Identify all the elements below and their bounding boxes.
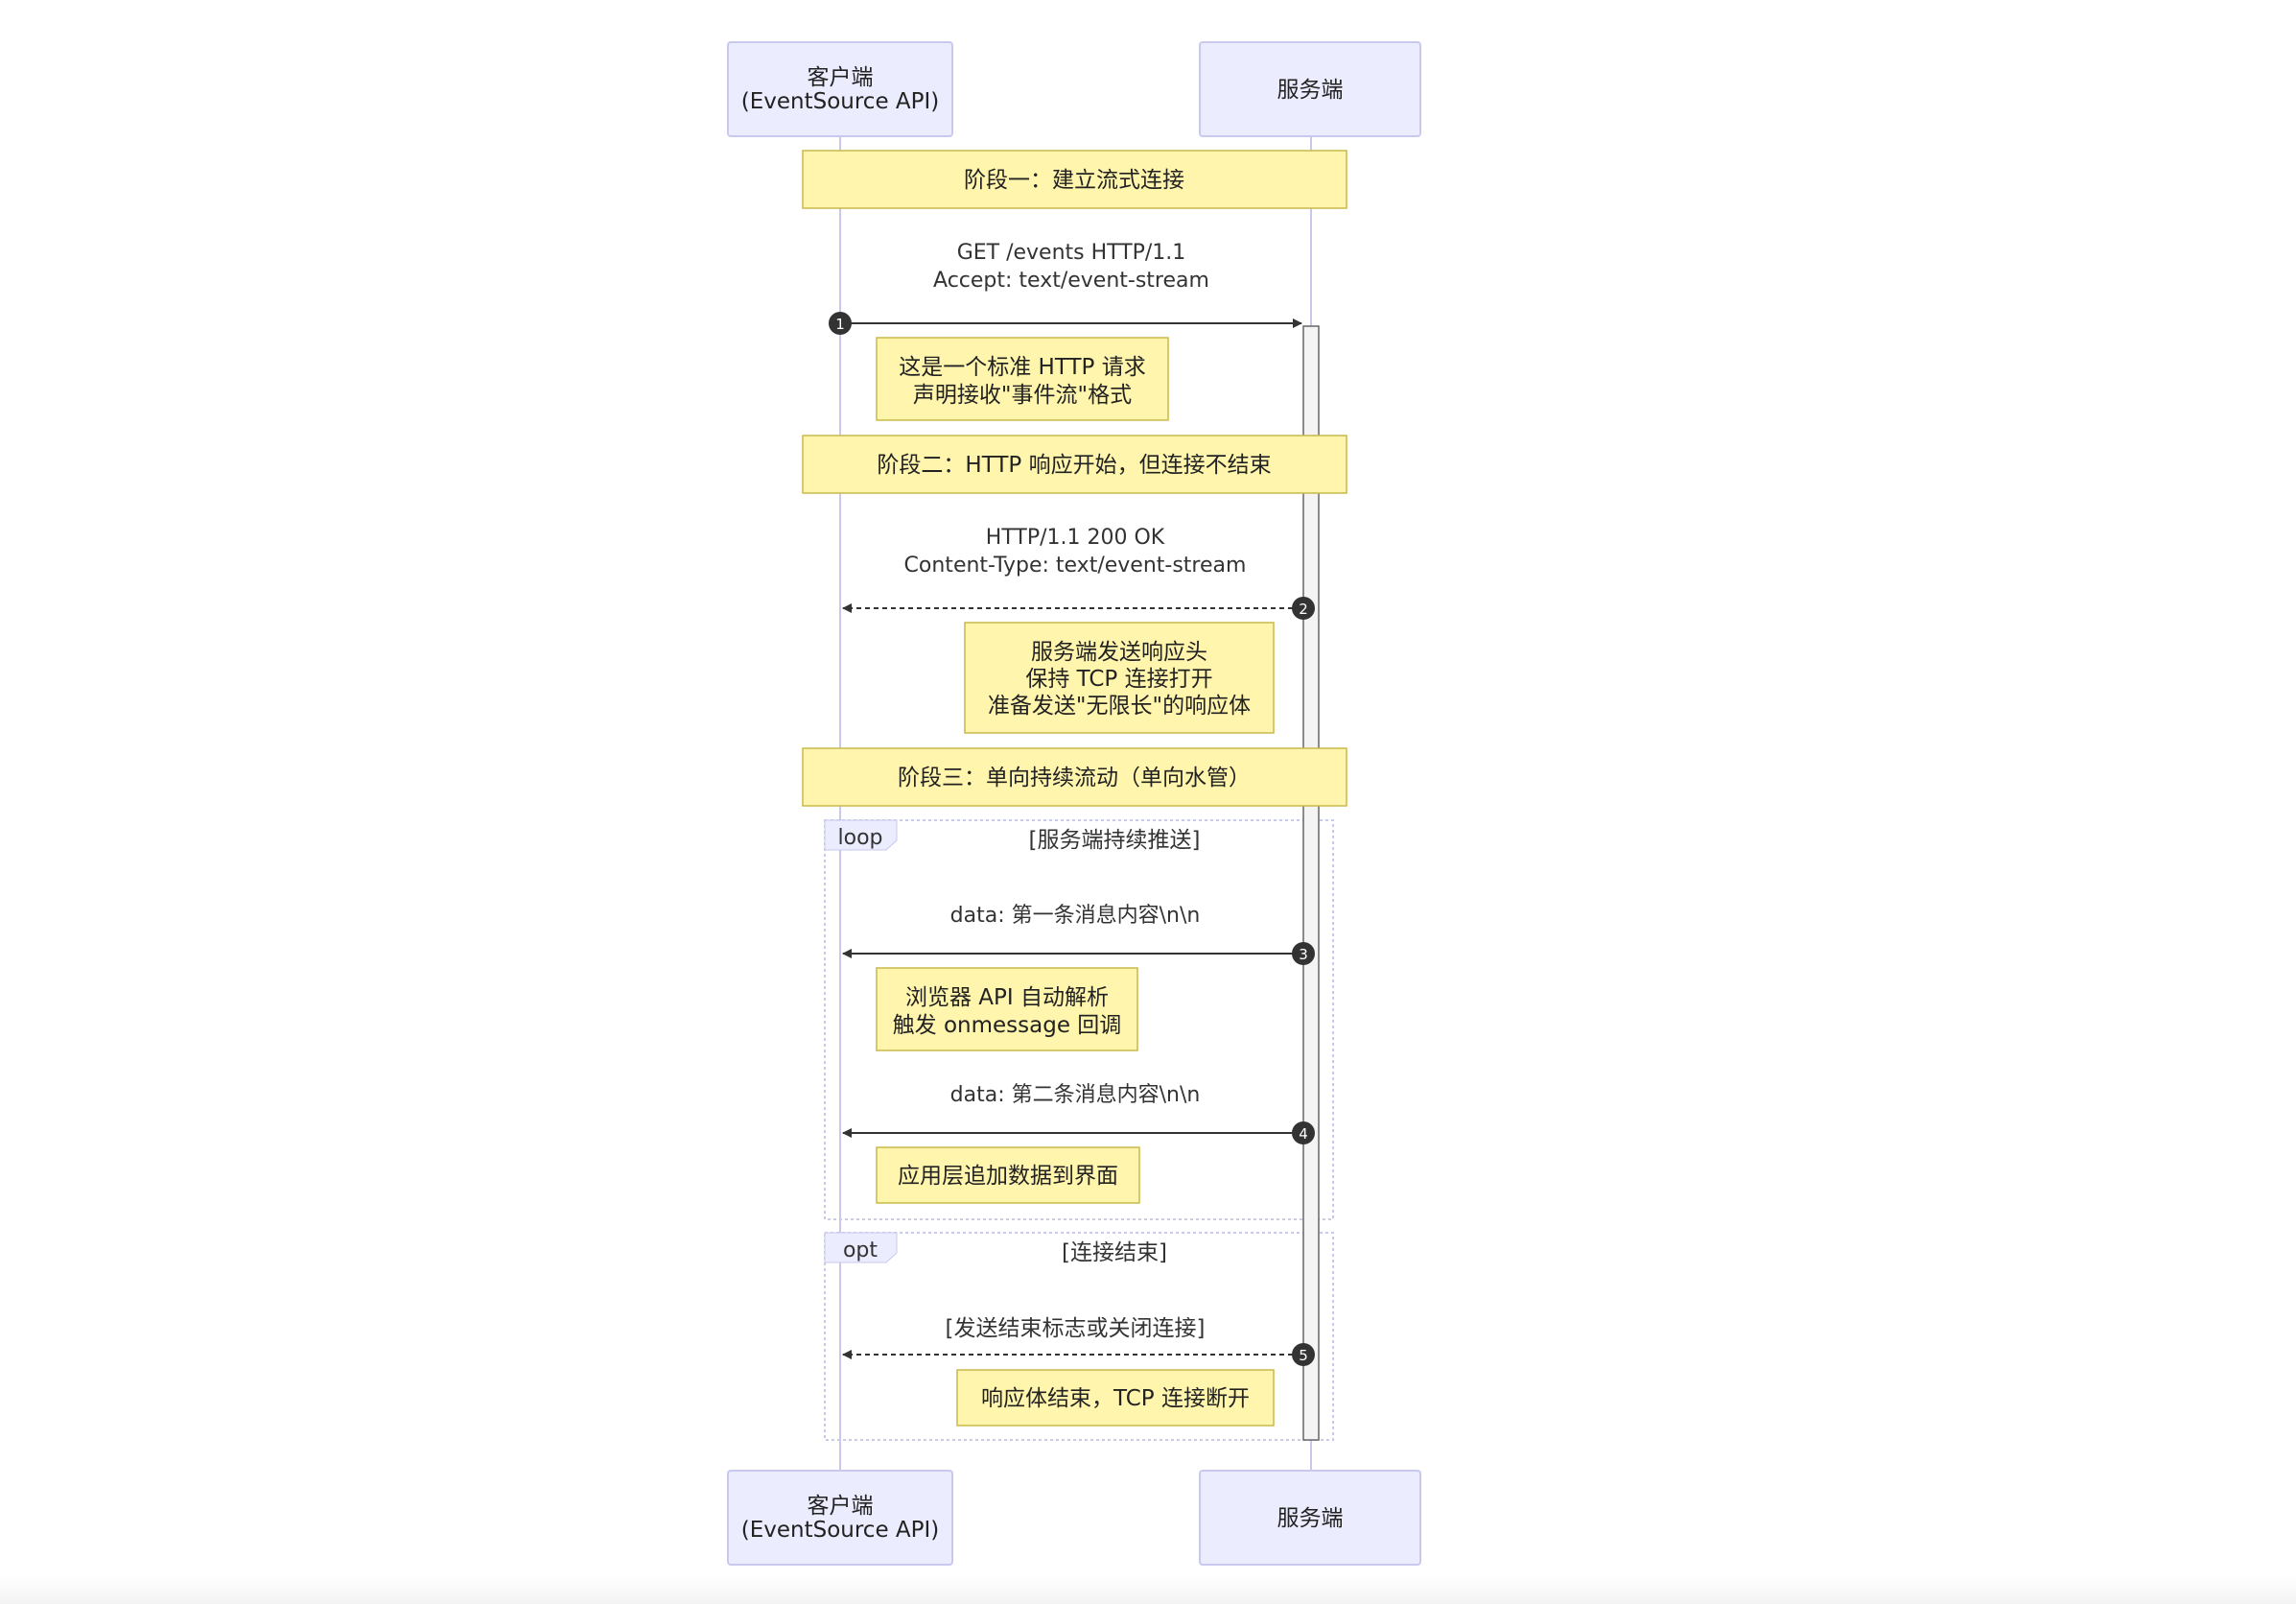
note-4: 应用层追加数据到界面: [876, 1146, 1140, 1204]
participant-client-api: (EventSource API): [741, 1518, 940, 1543]
note-text: 触发 onmessage 回调: [893, 1013, 1122, 1038]
participant-client-name: 客户端: [808, 65, 874, 90]
phase-note-1: 阶段一：建立流式连接: [802, 150, 1347, 209]
participant-server-bottom[interactable]: 服务端: [1199, 1470, 1421, 1566]
participant-client-top[interactable]: 客户端 (EventSource API): [727, 41, 953, 137]
participant-client-name: 客户端: [808, 1494, 874, 1519]
note-text: 准备发送"无限长"的响应体: [988, 694, 1251, 719]
message-2: HTTP/1.1 200 OK Content-Type: text/event…: [842, 526, 1315, 620]
loop-fragment: loop [服务端持续推送]: [824, 819, 1334, 1220]
opt-fragment: opt [连接结束]: [824, 1232, 1334, 1441]
sequence-number: 3: [1299, 946, 1308, 963]
sequence-number-badge: [829, 312, 852, 335]
note-text: 这是一个标准 HTTP 请求: [899, 355, 1145, 380]
message-label: Accept: text/event-stream: [933, 269, 1209, 293]
message-5: [发送结束标志或关闭连接] 5: [842, 1316, 1315, 1366]
message-1: GET /events HTTP/1.1 Accept: text/event-…: [829, 241, 1302, 335]
note-text: 保持 TCP 连接打开: [1025, 667, 1212, 692]
phase-label: 阶段三：单向持续流动（单向水管）: [898, 766, 1251, 790]
participant-server-name: 服务端: [1277, 78, 1344, 103]
message-3: data: 第一条消息内容\n\n 3: [842, 904, 1315, 965]
loop-keyword: loop: [838, 826, 883, 850]
loop-condition: [服务端持续推送]: [1029, 828, 1201, 853]
message-label: Content-Type: text/event-stream: [904, 554, 1247, 578]
sequence-number: 1: [835, 316, 845, 333]
note-text: 应用层追加数据到界面: [898, 1164, 1118, 1189]
opt-condition: [连接结束]: [1062, 1240, 1167, 1265]
phase-note-2: 阶段二：HTTP 响应开始，但连接不结束: [802, 435, 1347, 494]
participant-server-name: 服务端: [1277, 1506, 1344, 1531]
note-2: 服务端发送响应头 保持 TCP 连接打开 准备发送"无限长"的响应体: [964, 622, 1275, 734]
sequence-number-badge: [1292, 1121, 1315, 1144]
sequence-number: 4: [1299, 1125, 1308, 1143]
participant-server-top[interactable]: 服务端: [1199, 41, 1421, 137]
phase-label: 阶段一：建立流式连接: [964, 168, 1184, 193]
window-bottom-edge: [0, 1575, 2296, 1604]
message-4: data: 第二条消息内容\n\n 4: [842, 1083, 1315, 1144]
participant-client-api: (EventSource API): [741, 89, 940, 114]
note-text: 服务端发送响应头: [1031, 640, 1207, 665]
note-5: 响应体结束，TCP 连接断开: [956, 1369, 1275, 1427]
message-label: data: 第一条消息内容\n\n: [950, 904, 1201, 928]
note-1: 这是一个标准 HTTP 请求 声明接收"事件流"格式: [876, 337, 1169, 421]
phase-label: 阶段二：HTTP 响应开始，但连接不结束: [877, 453, 1271, 478]
note-text: 声明接收"事件流"格式: [913, 383, 1132, 408]
sequence-number-badge: [1292, 1343, 1315, 1366]
note-text: 浏览器 API 自动解析: [905, 985, 1109, 1010]
sequence-number: 5: [1299, 1347, 1308, 1364]
message-label: data: 第二条消息内容\n\n: [950, 1083, 1201, 1107]
sequence-number-badge: [1292, 597, 1315, 620]
message-label: [发送结束标志或关闭连接]: [946, 1316, 1206, 1341]
message-label: GET /events HTTP/1.1: [957, 241, 1186, 265]
message-label: HTTP/1.1 200 OK: [986, 526, 1165, 550]
participant-client-bottom[interactable]: 客户端 (EventSource API): [727, 1470, 953, 1566]
sequence-number-badge: [1292, 942, 1315, 965]
note-3: 浏览器 API 自动解析 触发 onmessage 回调: [876, 967, 1138, 1051]
phase-note-3: 阶段三：单向持续流动（单向水管）: [802, 747, 1347, 807]
note-text: 响应体结束，TCP 连接断开: [981, 1386, 1250, 1411]
opt-keyword: opt: [843, 1238, 878, 1262]
sequence-number: 2: [1299, 601, 1308, 618]
